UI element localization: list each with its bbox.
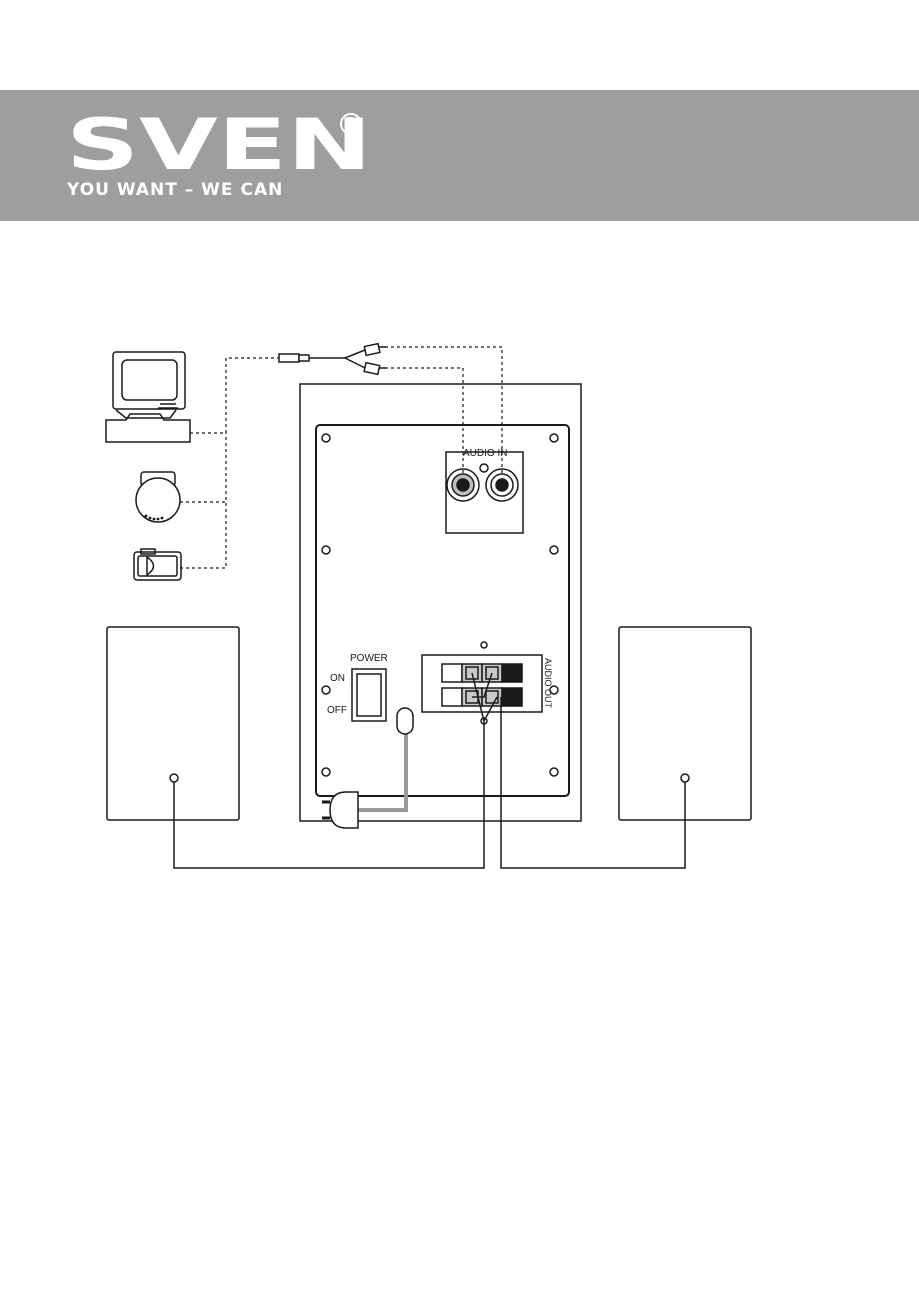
power-off-label: OFF: [327, 705, 347, 716]
cd-player-icon: [136, 472, 180, 522]
signal-wiring: [180, 347, 502, 568]
audio-in-block: [446, 452, 523, 533]
power-cable: [322, 708, 413, 828]
audio-cable: [279, 344, 386, 375]
power-on-label: ON: [330, 673, 345, 684]
audio-in-left-jack[interactable]: [447, 469, 479, 501]
left-speaker: [107, 627, 239, 820]
speaker-wires: [174, 673, 685, 868]
power-switch[interactable]: [352, 669, 386, 721]
cassette-player-icon: [134, 549, 181, 580]
subwoofer: [300, 384, 581, 821]
audio-out-label: AUDIO OUT: [543, 658, 553, 709]
audio-out-terminals[interactable]: [442, 664, 522, 706]
power-label: POWER: [350, 653, 388, 664]
computer-icon: [106, 352, 190, 442]
audio-in-right-jack[interactable]: [486, 469, 518, 501]
